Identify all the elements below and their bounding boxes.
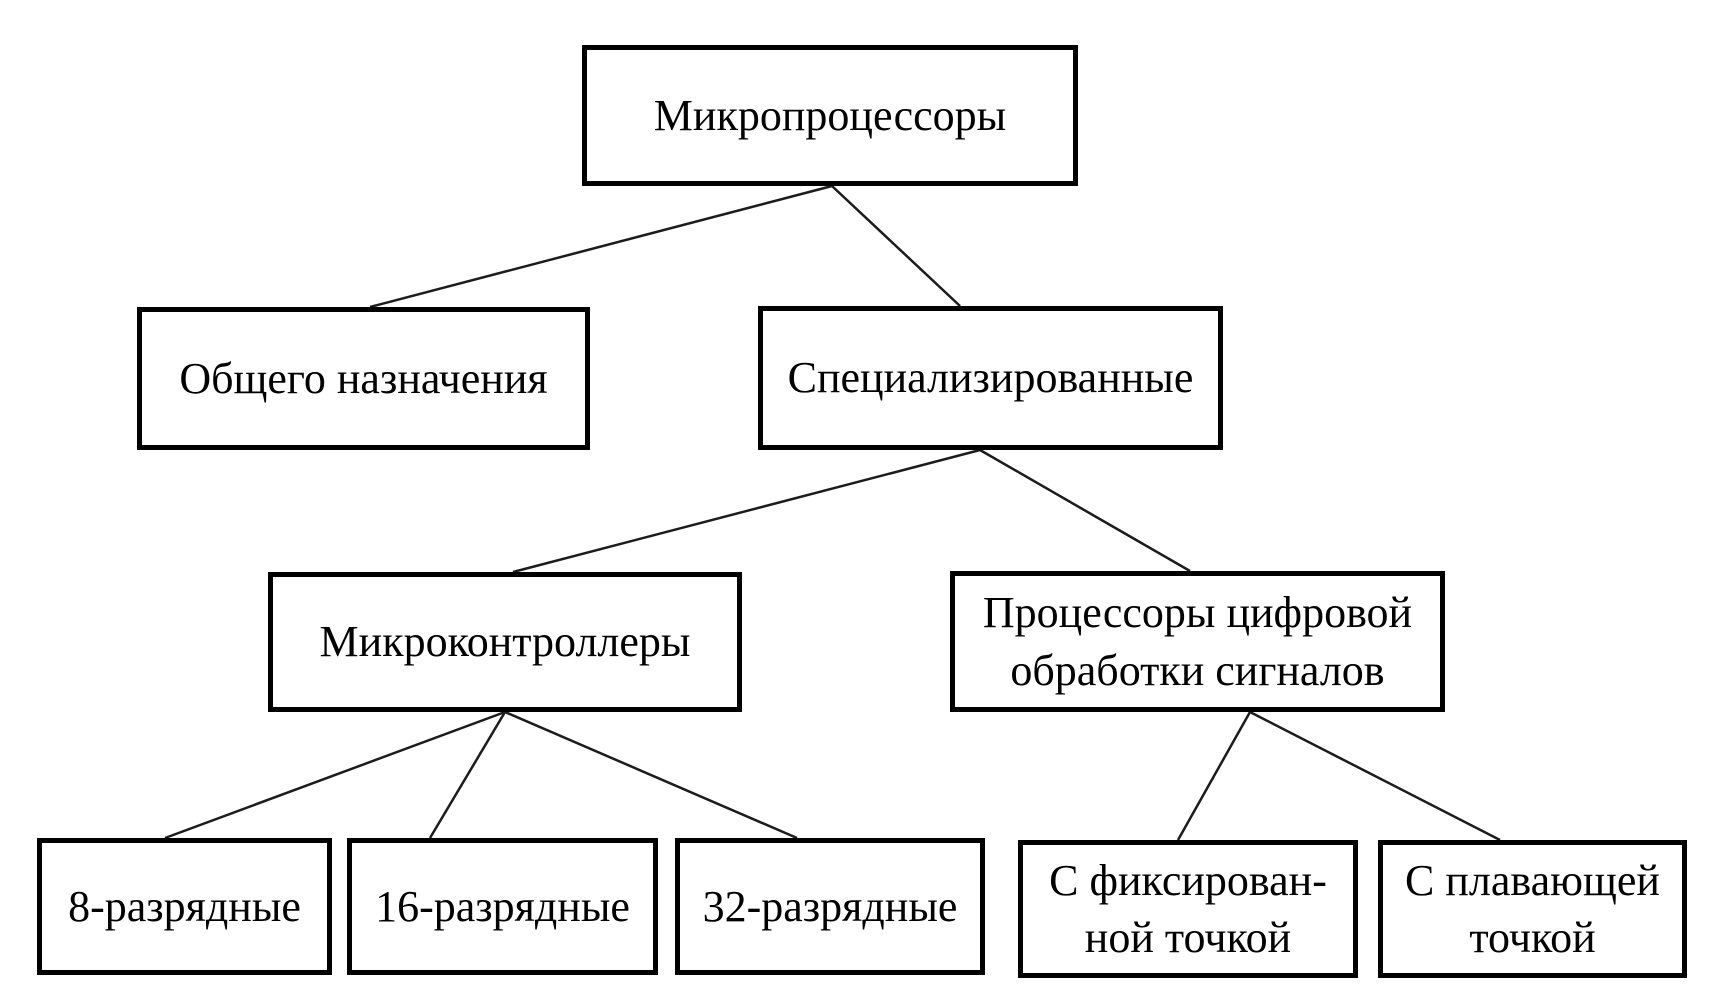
node-digital-signal-processors: Процессоры цифровой обработки сигналов — [950, 571, 1445, 712]
node-32-bit: 32-разрядные — [675, 838, 985, 975]
connector-root-specialized — [831, 185, 961, 307]
node-microprocessors: Микропроцессоры — [582, 45, 1078, 186]
node-fixed-point: С фиксирован- ной точкой — [1018, 840, 1358, 978]
connector-mcu-bit16 — [428, 711, 507, 839]
connector-root-general — [369, 184, 833, 309]
node-16-bit: 16-разрядные — [347, 838, 658, 975]
connector-specialized-mcu — [512, 448, 981, 574]
connector-dsp-fixed — [1176, 711, 1252, 841]
node-specialized: Специализированные — [758, 306, 1223, 450]
node-general-purpose: Общего назначения — [137, 307, 590, 450]
connector-dsp-float — [1249, 710, 1501, 842]
node-microcontrollers: Микроконтроллеры — [268, 572, 742, 712]
connector-specialized-dsp — [979, 448, 1191, 573]
node-floating-point: С плавающей точкой — [1378, 840, 1687, 978]
connector-mcu-bit32 — [504, 710, 798, 840]
node-8-bit: 8-разрядные — [37, 838, 332, 975]
connector-mcu-bit8 — [164, 710, 506, 840]
